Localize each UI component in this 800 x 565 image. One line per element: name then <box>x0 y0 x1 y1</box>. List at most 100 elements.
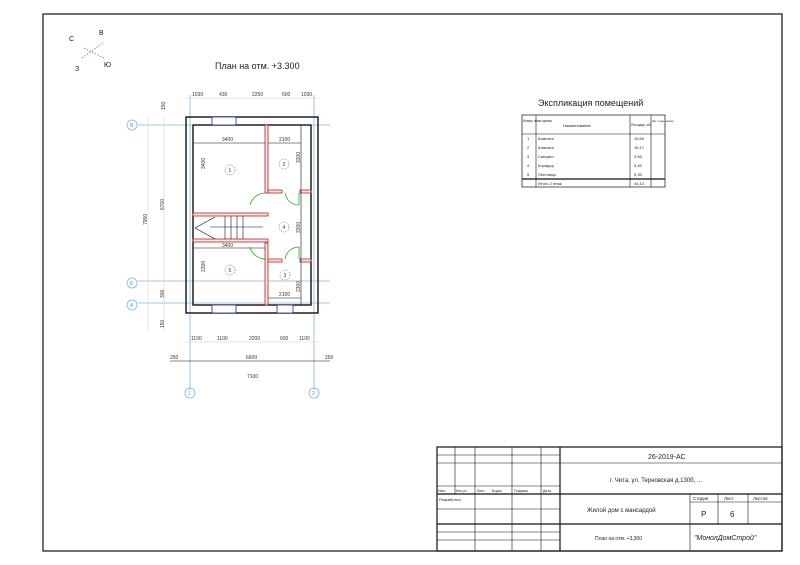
compass-west: З <box>75 66 79 73</box>
title-block: 26-2019-АС г. Чита, ул. Терновская д.130… <box>436 446 783 552</box>
header-label: №док <box>492 489 502 493</box>
room-dim: 3400 <box>201 158 207 169</box>
document-code: 26-2019-АС <box>648 454 686 461</box>
sheet-label: Лист <box>724 496 734 501</box>
header-cell: Наименование <box>563 123 592 128</box>
room-mark: 2 <box>283 162 286 168</box>
header-label: Дата <box>543 489 551 493</box>
dim-overall: 250 <box>170 355 179 361</box>
table-cell: 2 <box>527 145 530 150</box>
table-cell: Коридор <box>538 163 555 168</box>
door <box>284 192 300 206</box>
header-label: Подпись <box>514 489 528 493</box>
table-cell: Комната <box>538 136 554 141</box>
dim-top: 2250 <box>252 92 263 98</box>
room-dim: 3400 <box>222 137 233 143</box>
room-dim: 2300 <box>201 261 207 272</box>
developer-label: Разработал <box>439 497 461 502</box>
table-cell: 1 <box>527 136 530 141</box>
stage-label: Стадия <box>693 496 709 501</box>
dim-bottom: 1100 <box>191 336 202 342</box>
room-mark: 3 <box>284 273 287 279</box>
stairs <box>194 216 263 240</box>
dim-left: 300 <box>160 289 166 298</box>
header-label: Кол.уч <box>456 489 467 493</box>
table-cell: Лестница <box>538 172 556 177</box>
room-marks: 1 2 3 4 5 <box>224 158 291 281</box>
table-cell: 4 <box>527 163 530 168</box>
dim-top: 1030 <box>301 92 312 98</box>
room-dim: 3400 <box>222 243 233 249</box>
table-row: 1 Комната 15,60 <box>527 136 645 141</box>
header-label: Изм. <box>438 489 446 493</box>
window <box>276 304 294 314</box>
explication-table: Экспликация помещений Номер поме-щения Н… <box>521 98 674 188</box>
axis-label: Б <box>130 281 134 287</box>
address: г. Чита, ул. Терновская д.130б, ... <box>610 478 702 484</box>
dim-overall: 250 <box>325 355 334 361</box>
floor-plan: 1 2 3 4 5 3400 2100 3400 2100 3400 3300 … <box>185 116 319 314</box>
door <box>249 246 267 260</box>
axis-label: 1 <box>188 391 191 397</box>
window <box>211 116 237 126</box>
axis-label: В <box>130 123 134 129</box>
dim-left: 150 <box>161 101 167 110</box>
room-dim: 3300 <box>296 222 302 233</box>
dim-left: 6700 <box>160 199 166 210</box>
compass-south: Ю <box>104 62 111 69</box>
dimensions: 1030 430 2250 600 1030 1100 1100 2200 60… <box>143 92 334 380</box>
room-mark: 5 <box>229 268 232 274</box>
room-dim: 2100 <box>279 137 290 143</box>
table-cell: 16,17 <box>634 145 645 150</box>
stage-value: Р <box>701 510 706 519</box>
door <box>284 246 300 260</box>
room-mark: 1 <box>229 168 232 174</box>
sheet-value: 6 <box>730 510 735 519</box>
drawing-name: План на отм. +3,300 <box>595 536 642 542</box>
sheets-label: Листов <box>753 496 768 501</box>
dim-top: 1030 <box>192 92 203 98</box>
table-cell: Комната <box>538 145 554 150</box>
table-row: 2 Комната 16,17 <box>527 145 645 150</box>
dim-left: 150 <box>160 319 166 328</box>
table-cell: 3 <box>527 154 530 159</box>
building-name: Жилой дом с мансардой <box>587 507 656 514</box>
grid-axes: В Б А 1 2 <box>126 95 330 399</box>
table-cell: 3,56 <box>634 154 643 159</box>
room-dim: 3300 <box>296 152 302 163</box>
table-row: 3 Санузел 3,56 <box>527 154 643 159</box>
door <box>249 192 267 206</box>
table-cell: 15,60 <box>634 136 645 141</box>
compass-east: В <box>99 30 104 37</box>
dim-bottom: 2200 <box>249 336 260 342</box>
header-label: Лист <box>477 489 485 493</box>
dim-top: 430 <box>219 92 228 98</box>
table-cell: Итого 2 этаж <box>538 181 562 186</box>
room-mark: 4 <box>283 225 286 231</box>
table-cell: Санузел <box>538 154 554 159</box>
company-name: "МонолДомСтрой" <box>694 534 757 542</box>
dim-overall: 6600 <box>246 355 257 361</box>
dim-left: 7950 <box>143 214 149 225</box>
table-row: 4 Коридор 3,45 <box>527 163 643 168</box>
table-row: 5 Лестница 5,35 <box>527 172 643 177</box>
explication-title: Экспликация помещений <box>538 98 643 108</box>
dim-bottom: 1100 <box>217 336 228 342</box>
table-cell: 5,35 <box>634 172 643 177</box>
table-cell: 5 <box>527 172 530 177</box>
axis-label: А <box>130 303 134 309</box>
dim-total: 7100 <box>247 374 258 380</box>
header-cell: Номер поме-щения <box>523 119 552 123</box>
header-cell: Кат. поме-щения <box>652 119 674 123</box>
dim-top: 600 <box>282 92 291 98</box>
dim-bottom: 600 <box>280 336 289 342</box>
room-dim: 2100 <box>279 292 290 298</box>
sheet-frame <box>42 13 783 552</box>
window <box>211 304 237 314</box>
room-dim: 2300 <box>296 281 302 292</box>
compass-icon: С В З Ю <box>69 30 111 73</box>
dim-bottom: 1100 <box>299 336 310 342</box>
table-cell: 3,45 <box>634 163 643 168</box>
